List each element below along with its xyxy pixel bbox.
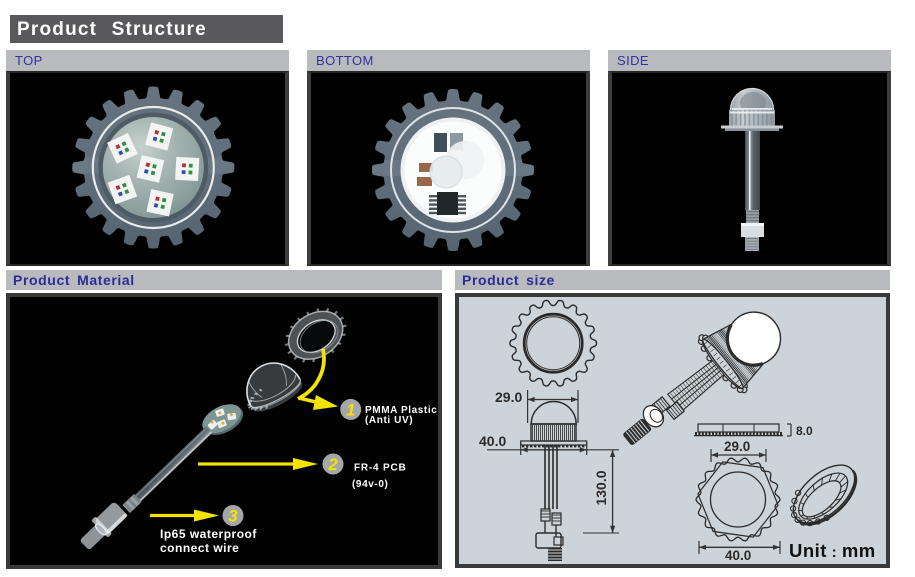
svg-text:40.0: 40.0 [725,548,751,563]
svg-text:29.0: 29.0 [724,439,750,454]
svg-text:40.0: 40.0 [479,433,506,449]
svg-text:(Anti UV): (Anti UV) [365,415,413,426]
svg-text:(94v-0): (94v-0) [352,479,388,490]
svg-text:connect wire: connect wire [160,541,239,555]
svg-text:Ip65 waterproof: Ip65 waterproof [160,527,257,541]
svg-text:8.0: 8.0 [796,424,813,438]
svg-text:Unit : mm: Unit : mm [789,540,876,561]
svg-text:2: 2 [327,455,338,474]
svg-text:FR-4 PCB: FR-4 PCB [354,463,407,474]
svg-text:PMMA Plastic: PMMA Plastic [365,405,437,416]
svg-text:130.0: 130.0 [593,470,609,505]
svg-text:29.0: 29.0 [495,389,522,405]
svg-text:3: 3 [228,507,238,526]
svg-text:1: 1 [346,401,355,420]
